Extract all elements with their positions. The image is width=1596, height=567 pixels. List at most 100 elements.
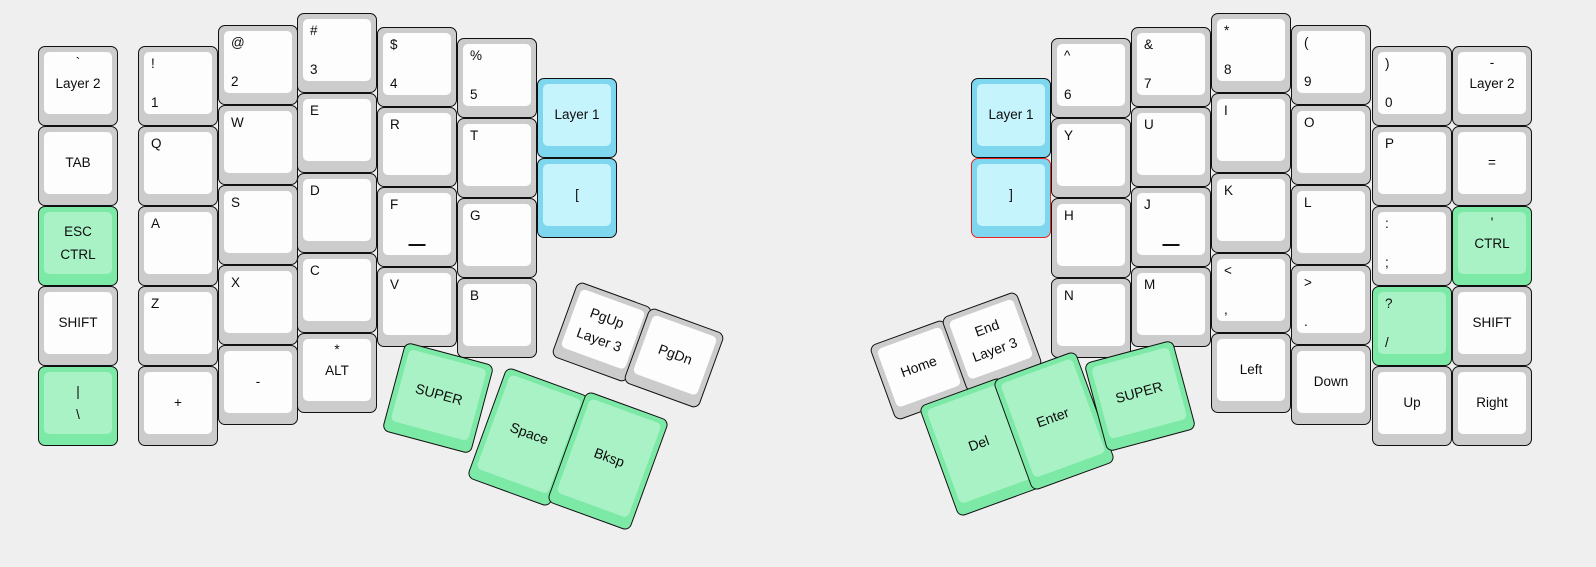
key-layer-1[interactable]: Layer 1 <box>537 78 617 158</box>
key-p[interactable]: P <box>1372 126 1452 206</box>
key-1[interactable]: !1 <box>138 46 218 126</box>
key-m[interactable]: M <box>1131 267 1211 347</box>
key-2[interactable]: @2 <box>218 25 298 105</box>
keycap: = <box>1458 132 1526 194</box>
key-key[interactable]: >. <box>1291 265 1371 345</box>
key-3[interactable]: #3 <box>297 13 377 93</box>
key-right[interactable]: Right <box>1452 366 1532 446</box>
key-legend-top: * <box>334 342 340 357</box>
key-legend-top: ' <box>1490 215 1494 230</box>
key-legend-top: ( <box>1304 35 1309 50</box>
key-legend-top: F <box>390 197 399 212</box>
key-u[interactable]: U <box>1131 107 1211 187</box>
key-key[interactable]: + <box>138 366 218 446</box>
keycap: *ALT <box>303 339 371 401</box>
key-l[interactable]: L <box>1291 185 1371 265</box>
key-0[interactable]: )0 <box>1372 46 1452 126</box>
key-key[interactable]: [ <box>537 158 617 238</box>
keycap: -Layer 2 <box>1458 52 1526 114</box>
key-layer-1[interactable]: Layer 1 <box>971 78 1051 158</box>
key-legend-top: Q <box>151 136 162 151</box>
key-key[interactable]: - <box>218 345 298 425</box>
keycap: )0 <box>1378 52 1446 114</box>
key-8[interactable]: *8 <box>1211 13 1291 93</box>
key-legend-top: A <box>151 216 161 231</box>
key-super[interactable]: SUPER <box>381 341 495 455</box>
key-ctrl[interactable]: 'CTRL <box>1452 206 1532 286</box>
key-layer-2[interactable]: `Layer 2 <box>38 46 118 126</box>
key-shift[interactable]: SHIFT <box>1452 286 1532 366</box>
keycap: G <box>463 204 531 266</box>
key-layer-2[interactable]: -Layer 2 <box>1452 46 1532 126</box>
key-t[interactable]: T <box>457 118 537 198</box>
keycap: X <box>224 271 292 333</box>
key-key[interactable]: = <box>1452 126 1532 206</box>
key-legend-top: I <box>1224 103 1228 118</box>
keycap: B <box>463 284 531 346</box>
key-legend-bottom: 2 <box>231 73 239 89</box>
key-legend-top: P <box>1385 136 1395 151</box>
key-legend-bottom: Bksp <box>591 444 627 471</box>
key-legend-top: L <box>1304 195 1312 210</box>
keycap: Up <box>1378 372 1446 434</box>
key-legend-top: * <box>1224 23 1230 38</box>
key-v[interactable]: V <box>377 267 457 347</box>
key-w[interactable]: W <box>218 105 298 185</box>
key-4[interactable]: $4 <box>377 27 457 107</box>
key-n[interactable]: N <box>1051 278 1131 358</box>
keycap: A <box>144 212 212 274</box>
key-z[interactable]: Z <box>138 286 218 366</box>
key-f[interactable]: F <box>377 187 457 267</box>
key-key[interactable]: <, <box>1211 253 1291 333</box>
key-c[interactable]: C <box>297 253 377 333</box>
key-j[interactable]: J <box>1131 187 1211 267</box>
key-legend-top: ^ <box>1064 48 1071 63</box>
key-key[interactable]: ?/ <box>1372 286 1452 366</box>
key-key[interactable]: ] <box>971 158 1051 238</box>
keycap: PgDn <box>632 314 718 396</box>
keycap: >. <box>1297 271 1365 333</box>
key-e[interactable]: E <box>297 93 377 173</box>
key-legend-bottom: Down <box>1313 374 1349 390</box>
key-up[interactable]: Up <box>1372 366 1452 446</box>
key-left[interactable]: Left <box>1211 333 1291 413</box>
key-o[interactable]: O <box>1291 105 1371 185</box>
key-k[interactable]: K <box>1211 173 1291 253</box>
key-9[interactable]: (9 <box>1291 25 1371 105</box>
key-r[interactable]: R <box>377 107 457 187</box>
keycap: @2 <box>224 31 292 93</box>
key-b[interactable]: B <box>457 278 537 358</box>
keycap: Left <box>1217 339 1285 401</box>
key-q[interactable]: Q <box>138 126 218 206</box>
key-g[interactable]: G <box>457 198 537 278</box>
key-key[interactable]: :; <box>1372 206 1452 286</box>
key-5[interactable]: %5 <box>457 38 537 118</box>
key-6[interactable]: ^6 <box>1051 38 1131 118</box>
key-legend-top: : <box>1385 216 1389 231</box>
key-y[interactable]: Y <box>1051 118 1131 198</box>
key-s[interactable]: S <box>218 185 298 265</box>
key-down[interactable]: Down <box>1291 345 1371 425</box>
key-a[interactable]: A <box>138 206 218 286</box>
key-legend-bottom: 7 <box>1144 75 1152 91</box>
key-legend-bottom: SHIFT <box>1472 315 1512 331</box>
keycap: <, <box>1217 259 1285 321</box>
key-tab[interactable]: TAB <box>38 126 118 206</box>
key-alt[interactable]: *ALT <box>297 333 377 413</box>
key-key[interactable]: |\ <box>38 366 118 446</box>
key-legend-bottom: Del <box>966 432 992 455</box>
keycap: T <box>463 124 531 186</box>
keycap: &7 <box>1137 33 1205 95</box>
key-shift[interactable]: SHIFT <box>38 286 118 366</box>
key-i[interactable]: I <box>1211 93 1291 173</box>
key-7[interactable]: &7 <box>1131 27 1211 107</box>
key-legend-bottom: 4 <box>390 75 398 91</box>
key-legend-bottom: Layer 2 <box>55 76 101 92</box>
key-x[interactable]: X <box>218 265 298 345</box>
key-d[interactable]: D <box>297 173 377 253</box>
keycap: (9 <box>1297 31 1365 93</box>
key-h[interactable]: H <box>1051 198 1131 278</box>
